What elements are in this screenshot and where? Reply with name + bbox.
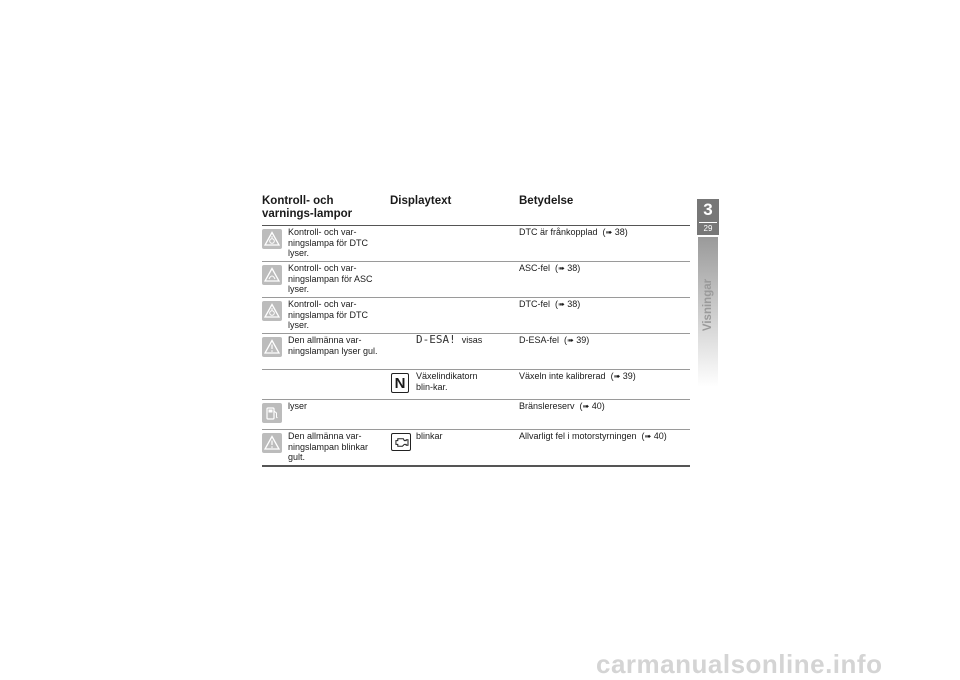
lamp-text: Den allmänna var-ningslampan lyser gul. [288, 335, 378, 356]
meaning-cell: DTC-fel (➠ 38) [519, 299, 581, 309]
divider [699, 222, 717, 223]
asc-warning-icon [262, 265, 282, 285]
header-display-text: Displaytext [390, 195, 452, 207]
lamp-text: lyser [288, 401, 308, 411]
page-number: 29 [703, 224, 713, 233]
chapter-tab [697, 199, 719, 235]
meaning-cell: Allvarligt fel i motorstyrningen (➠ 40) [519, 431, 667, 441]
display-text: visas [461, 335, 483, 345]
display-code: D-ESA! [416, 333, 456, 346]
watermark: carmanualsonline.info [596, 649, 883, 679]
ref-arrow-icon: ➠ [567, 336, 574, 345]
meaning-text: D-ESA-fel [519, 335, 560, 345]
meaning-cell: DTC är frånkopplad (➠ 38) [519, 227, 628, 237]
meaning-text: DTC är frånkopplad [519, 227, 598, 237]
section-bar [698, 237, 718, 387]
table-row: Den allmänna var-ningslampan blinkar gul… [262, 430, 690, 467]
meaning-text: Växeln inte kalibrerad [519, 371, 606, 381]
ref-arrow-icon: ➠ [582, 402, 590, 411]
meaning-cell: ASC-fel (➠ 38) [519, 263, 581, 273]
display-text-cell: D-ESA! visas [416, 333, 536, 346]
ref-arrow-icon: ➠ [558, 300, 565, 309]
meaning-text: Bränslereserv [519, 401, 575, 411]
page-reference[interactable]: 38 [567, 263, 578, 273]
ref-arrow-icon: ➠ [605, 228, 613, 237]
fuel-pump-icon [262, 403, 282, 423]
table-row: Kontroll- och var-ningslampa för DTC lys… [262, 298, 690, 334]
page-reference[interactable]: 39 [622, 371, 633, 381]
lamp-text: Kontroll- och var-ningslampan för ASC ly… [288, 263, 373, 294]
page-reference[interactable]: 38 [614, 227, 625, 237]
dtc-warning-icon [262, 229, 282, 249]
general-warning-triangle-icon [262, 433, 282, 453]
table-row: N Växelindikatorn blin-kar. Växeln inte … [262, 370, 690, 400]
meaning-cell: Bränslereserv (➠ 40) [519, 401, 605, 411]
chapter-sidebar: 3 29 Visningar [697, 195, 721, 625]
page-reference[interactable]: 40 [591, 401, 602, 411]
table-row: lyser Bränslereserv (➠ 40) [262, 400, 690, 430]
header-meaning: Betydelse [519, 195, 574, 207]
meaning-text: ASC-fel [519, 263, 551, 273]
page-reference[interactable]: 40 [653, 431, 664, 441]
engine-icon [391, 433, 411, 451]
table-row: Den allmänna var-ningslampan lyser gul. … [262, 334, 690, 370]
header-lamps: Kontroll- och varnings-lampor [262, 195, 353, 220]
meaning-cell: D-ESA-fel (➠ 39) [519, 335, 590, 345]
meaning-text: Allvarligt fel i motorstyrningen [519, 431, 637, 441]
gear-indicator-icon: N [391, 373, 409, 393]
table-row: Kontroll- och var-ningslampa för DTC lys… [262, 226, 690, 262]
section-title: Visningar [702, 278, 714, 332]
ref-arrow-icon: ➠ [613, 372, 621, 381]
display-text: blinkar [416, 431, 443, 441]
lamp-text: Kontroll- och var-ningslampa för DTC lys… [288, 227, 369, 258]
general-warning-triangle-icon [262, 337, 282, 357]
dtc-warning-icon [262, 301, 282, 321]
lamp-text: Den allmänna var-ningslampan blinkar gul… [288, 431, 369, 462]
chapter-number: 3 [703, 200, 713, 219]
ref-arrow-icon: ➠ [644, 432, 652, 441]
display-text: Växelindikatorn blin-kar. [416, 371, 478, 392]
table-row: Kontroll- och var-ningslampan för ASC ly… [262, 262, 690, 298]
meaning-cell: Växeln inte kalibrerad (➠ 39) [519, 371, 636, 381]
page-reference[interactable]: 38 [567, 299, 578, 309]
ref-arrow-icon: ➠ [558, 264, 565, 273]
meaning-text: DTC-fel [519, 299, 550, 309]
page-reference[interactable]: 39 [576, 335, 587, 345]
lamp-text: Kontroll- och var-ningslampa för DTC lys… [288, 299, 369, 330]
